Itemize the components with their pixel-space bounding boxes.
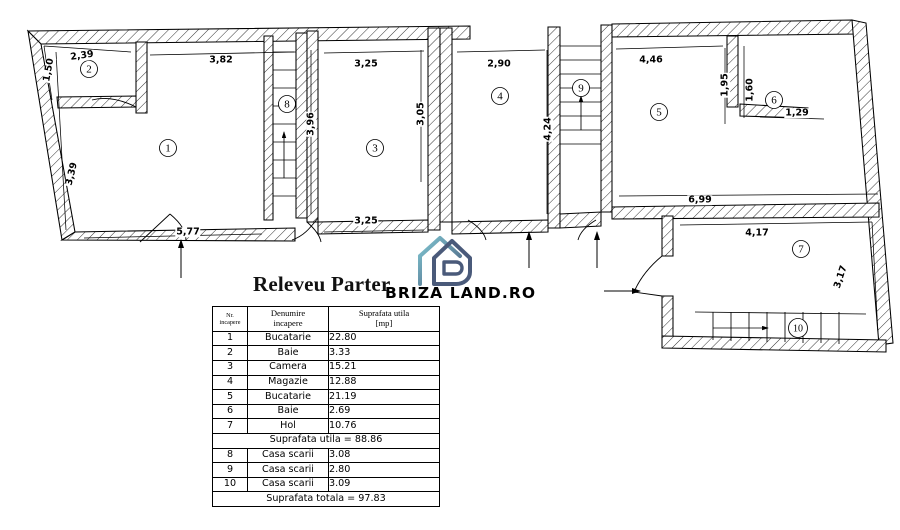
col-header-name: Denumire incapere (247, 306, 329, 332)
cell-room-name: Baie (247, 403, 329, 420)
room-marker-3: 3 (366, 139, 384, 157)
col-header-area: Suprafata utila [mp] (328, 306, 440, 332)
dimension-label: 3,25 (353, 58, 379, 70)
cell-room-name: Casa scarii (247, 462, 329, 478)
cell-room-number: 7 (212, 418, 248, 434)
room-marker-8: 8 (278, 95, 296, 113)
cell-room-number: 5 (212, 389, 248, 405)
dimension-label: 2,90 (486, 58, 512, 70)
cell-room-area: 12.88 (328, 374, 440, 391)
room-marker-5: 5 (650, 103, 668, 121)
cell-room-number: 10 (212, 476, 248, 493)
table-summary-row: Suprafata totala = 97.83 (212, 491, 440, 507)
cell-room-name: Bucatarie (247, 330, 329, 347)
svg-text:1: 1 (165, 143, 171, 155)
cell-room-area: 2.80 (328, 462, 440, 478)
cell-room-number: 1 (212, 330, 248, 347)
cell-room-number: 2 (212, 345, 248, 361)
cell-room-area: 3.08 (328, 447, 440, 464)
cell-room-name: Baie (247, 345, 329, 361)
room-marker-10: 10 (788, 318, 808, 338)
svg-text:3: 3 (372, 143, 378, 155)
col-header-nr: Nr. incapere (212, 306, 248, 332)
dimension-label: 4,46 (638, 54, 664, 66)
cell-room-name: Hol (247, 418, 329, 434)
table-header: Nr. incapere Denumire incapere Suprafata… (212, 306, 440, 332)
svg-text:6: 6 (771, 95, 777, 107)
area-schedule-table: Nr. incapere Denumire incapere Suprafata… (212, 306, 440, 507)
dimension-label: 3,25 (353, 215, 379, 227)
col-header-area-line1: Suprafata utila (358, 308, 410, 318)
room-marker-6: 6 (765, 91, 783, 109)
cell-room-name: Casa scarii (247, 476, 329, 493)
staircase-9-treads (560, 45, 601, 145)
dimension-label: 3,82 (208, 54, 234, 66)
cell-room-area: 15.21 (328, 359, 440, 376)
cell-room-area: 22.80 (328, 330, 440, 347)
svg-text:5: 5 (656, 107, 662, 119)
cell-room-area: 3.33 (328, 345, 440, 361)
svg-text:9: 9 (578, 83, 584, 95)
cell-room-name: Bucatarie (247, 389, 329, 405)
col-header-nr-line1: Nr. (226, 311, 234, 319)
cell-room-number: 3 (212, 359, 248, 376)
cell-room-area: 2.69 (328, 403, 440, 420)
dimension-label: 6,99 (687, 194, 713, 206)
cell-room-name: Camera (247, 359, 329, 376)
col-header-area-line2: [mp] (375, 317, 393, 328)
cell-room-area: 3.09 (328, 476, 440, 493)
dimension-label: 3,96 (305, 111, 317, 137)
cell-room-area: 21.19 (328, 389, 440, 405)
staircase-10-treads (694, 311, 867, 344)
cell-room-name: Casa scarii (247, 447, 329, 464)
cell-room-number: 4 (212, 374, 248, 391)
dimension-label: 3,05 (415, 101, 427, 127)
table-summary-row: Suprafata utila = 88.86 (212, 432, 440, 449)
cell-room-number: 8 (212, 447, 248, 464)
svg-text:4: 4 (497, 91, 503, 103)
room-marker-7: 7 (792, 240, 810, 258)
room-marker-2: 2 (80, 60, 98, 78)
table-header-row: Nr. incapere Denumire incapere Suprafata… (212, 306, 440, 332)
wall-structure (26, 19, 894, 353)
col-header-name-line2: incapere (273, 317, 303, 328)
cell-room-number: 9 (212, 462, 248, 478)
svg-text:10: 10 (793, 324, 803, 335)
page-title: Releveu Parter (253, 272, 391, 296)
dimension-lines (43, 45, 879, 335)
col-header-nr-line2: incapere (219, 318, 241, 326)
dimension-label: 1,60 (744, 77, 756, 103)
col-header-name-line1: Denumire (270, 308, 306, 318)
cell-room-area: 10.76 (328, 418, 440, 434)
dimension-label: 1,29 (784, 107, 810, 119)
room-marker-1: 1 (159, 139, 177, 157)
room-marker-9: 9 (572, 79, 590, 97)
svg-text:7: 7 (798, 244, 804, 256)
svg-text:2: 2 (86, 64, 92, 76)
summary-text: Suprafata utila = 88.86 (212, 432, 440, 449)
cell-room-number: 6 (212, 403, 248, 420)
svg-text:8: 8 (284, 99, 290, 111)
dimension-label: 4,24 (542, 116, 554, 142)
entrance-arrows (178, 231, 641, 294)
dimension-label: 4,17 (744, 227, 770, 239)
dimension-label: 5,77 (175, 226, 201, 238)
dimension-label: 1,95 (719, 72, 731, 98)
cell-room-name: Magazie (247, 374, 329, 391)
room-marker-4: 4 (491, 87, 509, 105)
summary-text: Suprafata totala = 97.83 (212, 491, 440, 507)
